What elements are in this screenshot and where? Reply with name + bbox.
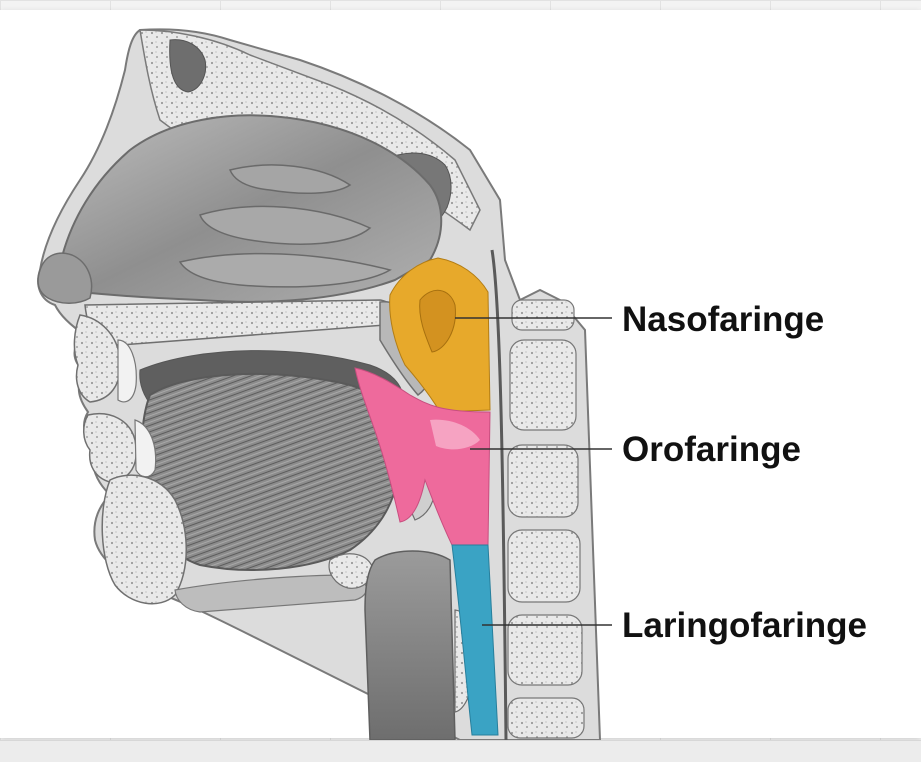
vertebra-c3 (508, 445, 578, 517)
label-laryngopharynx: Laringofaringe (622, 608, 867, 643)
vertebra-c2 (510, 340, 576, 430)
vertebra-c1 (512, 300, 574, 330)
vertebra-c6 (508, 698, 584, 738)
larynx (365, 551, 455, 740)
label-nasopharynx: Nasofaringe (622, 302, 824, 337)
bottom-bar (0, 740, 921, 762)
vertebra-c4 (508, 530, 580, 602)
label-oropharynx: Orofaringe (622, 432, 801, 467)
